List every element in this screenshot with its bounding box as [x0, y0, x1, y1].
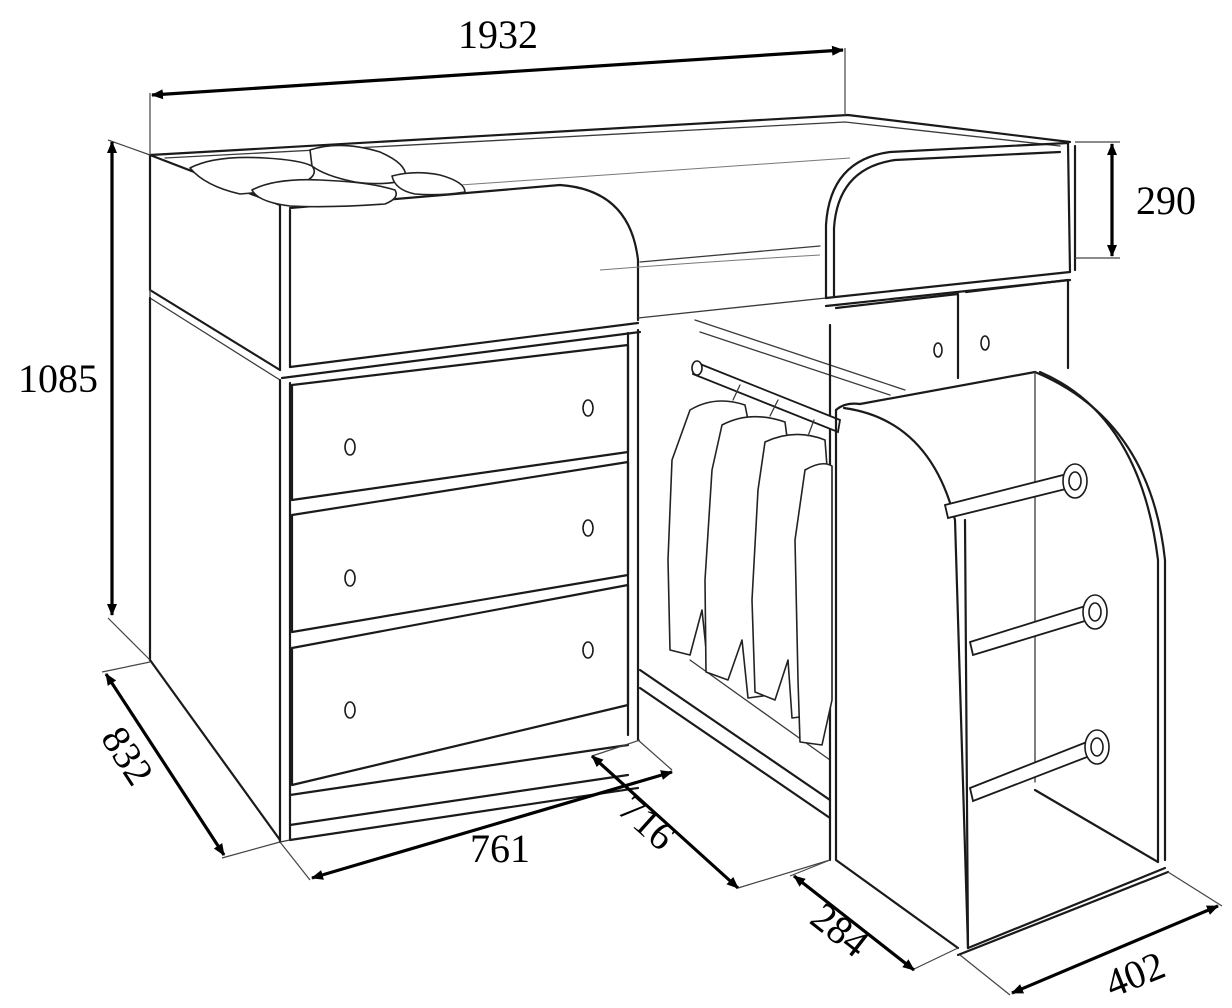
pillows [189, 144, 466, 208]
cabinet-knob-left [933, 342, 943, 358]
bed-top [148, 113, 1077, 381]
ladder-rung-1 [943, 463, 1088, 520]
dim-label-761: 761 [470, 826, 530, 871]
drawer-top-knob-right [582, 399, 594, 417]
drawer-top-knob-left [344, 438, 356, 456]
drawer-bottom-knob-left [344, 701, 356, 719]
dim-label-290: 290 [1136, 178, 1196, 223]
ladder-rung-2 [968, 594, 1108, 657]
drawer-middle-knob-right [582, 519, 594, 537]
dim-284-arrow [793, 874, 915, 972]
drawer-bottom-knob-right [582, 641, 594, 659]
hanging-clothes [667, 384, 833, 746]
dim-716-arrow [590, 754, 740, 890]
ladder-rung-3 [968, 729, 1110, 803]
dim-label-1932: 1932 [458, 12, 538, 57]
clothes-rail [691, 360, 842, 434]
drawer-top[interactable] [290, 343, 630, 502]
stair-unit [834, 370, 1170, 957]
dim-402-arrow [1011, 904, 1219, 995]
dim-label-284: 284 [802, 894, 877, 966]
dim-label-1085: 1085 [18, 356, 98, 401]
dim-832-arrow [104, 673, 226, 856]
drawer-middle[interactable] [290, 460, 630, 634]
dim-label-716: 716 [610, 785, 685, 859]
cabinet-knob-right [980, 335, 990, 351]
dim-1932-arrow [151, 45, 844, 100]
drawer-middle-knob-left [344, 569, 356, 587]
dim-label-832: 832 [92, 718, 162, 793]
dimension-lines [101, 45, 1223, 996]
drawer-bottom[interactable] [290, 583, 630, 787]
